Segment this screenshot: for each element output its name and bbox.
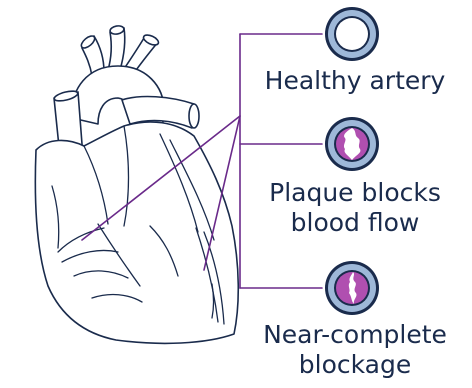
- healthy-artery-icon: [325, 7, 379, 61]
- healthy-artery-label: Healthy artery: [250, 66, 460, 96]
- near-blockage-label-line1: Near-complete: [240, 320, 470, 350]
- near-blockage-label-line2: blockage: [240, 350, 470, 380]
- near-blockage-label: Near-complete blockage: [240, 320, 470, 380]
- plaque-label-line1: Plaque blocks: [250, 178, 460, 208]
- healthy-artery-label-text: Healthy artery: [250, 66, 460, 96]
- heart-icon: [35, 25, 238, 344]
- near-blockage-artery-icon: [325, 261, 379, 315]
- plaque-label-line2: blood flow: [250, 208, 460, 238]
- plaque-label: Plaque blocks blood flow: [250, 178, 460, 238]
- plaque-artery-icon: [325, 117, 379, 171]
